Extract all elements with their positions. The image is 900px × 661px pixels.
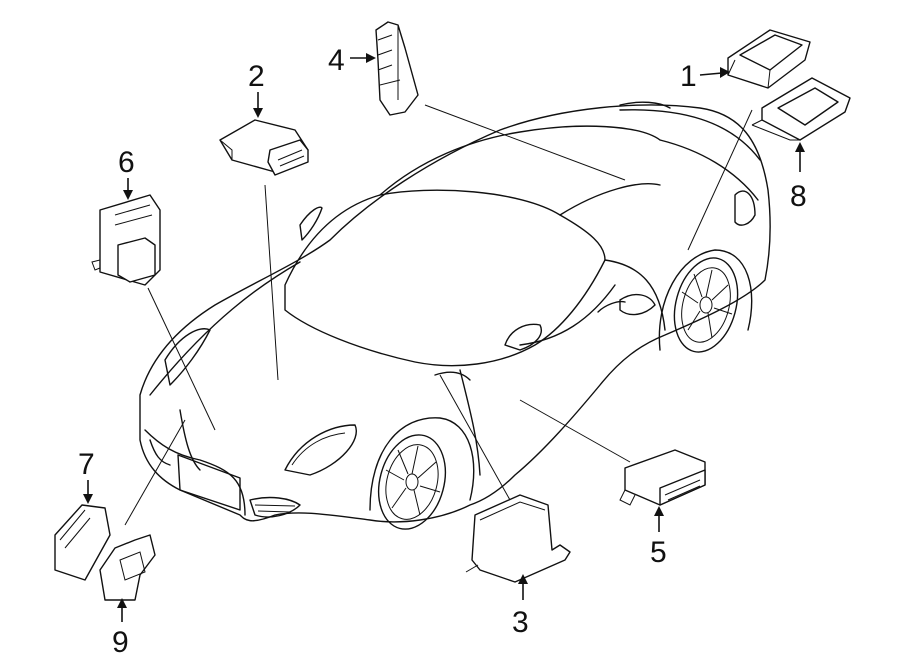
part-8-module: [751, 77, 851, 141]
callout-7: 7: [78, 448, 95, 481]
leader-lines: [124, 104, 753, 526]
callout-3: 3: [512, 606, 529, 639]
callout-2: 2: [248, 60, 265, 93]
rear-wheel: [658, 249, 753, 353]
part-3-module: [465, 494, 571, 583]
callout-arrows: [83, 53, 805, 622]
callout-4: 4: [328, 44, 345, 77]
car-illustration: [139, 101, 771, 530]
part-5-module: [619, 449, 706, 506]
front-wheel: [369, 417, 475, 530]
callout-5: 5: [650, 536, 667, 569]
callout-6: 6: [118, 146, 135, 179]
part-6-module: [91, 194, 161, 286]
callout-9: 9: [112, 626, 129, 659]
part-2-module: [219, 119, 309, 176]
part-4-module: [375, 21, 419, 116]
callout-8: 8: [790, 180, 807, 213]
part-7-module: [54, 504, 111, 581]
part-1-module: [727, 29, 811, 89]
callout-labels: 1 2 3 4 5 6 7 8 9: [78, 44, 807, 659]
part-9-bracket: [99, 534, 156, 601]
callout-1: 1: [680, 60, 697, 93]
